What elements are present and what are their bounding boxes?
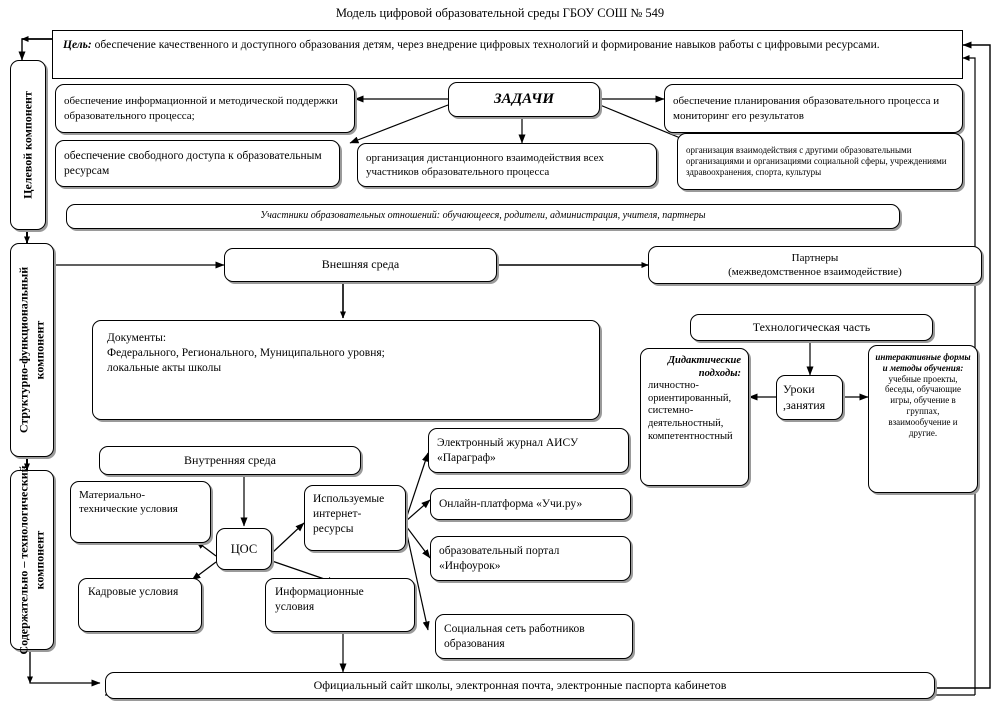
internal-environment-label: Внутренняя среда bbox=[184, 452, 276, 467]
documents-levels: Федерального, Регионального, Муниципальн… bbox=[107, 346, 385, 359]
technological-part-label: Технологическая часть bbox=[752, 319, 871, 334]
resource-box-4: Социальная сеть работников образования bbox=[435, 614, 633, 659]
cos-box: ЦОС bbox=[216, 528, 272, 570]
task-box-4: организация дистанционного взаимодействи… bbox=[357, 143, 657, 187]
lessons-label: Уроки ,занятия bbox=[783, 381, 826, 412]
personnel-conditions-label: Кадровые условия bbox=[88, 586, 179, 598]
documents-title: Документы: bbox=[107, 332, 167, 344]
external-environment-box: Внешняя среда bbox=[224, 248, 497, 282]
cos-label: ЦОС bbox=[230, 541, 258, 556]
tasks-heading: ЗАДАЧИ bbox=[493, 90, 555, 107]
task-text-2: обеспечение планирования образовательног… bbox=[673, 95, 940, 122]
material-conditions-box: Материально-технические условия bbox=[70, 481, 211, 543]
interactive-body: учебные проекты, беседы, обучающие игры,… bbox=[884, 373, 961, 438]
internet-resources-label: Используемые интернет-ресурсы bbox=[313, 493, 385, 535]
didactic-heading: Дидактические подходы: bbox=[667, 355, 741, 379]
component-bar-target: Целевой компонент bbox=[10, 60, 46, 230]
information-conditions-box: Информационные условия bbox=[265, 578, 415, 632]
task-box-2: обеспечение планирования образовательног… bbox=[664, 84, 963, 133]
page-title: Модель цифровой образовательной среды ГБ… bbox=[335, 6, 665, 20]
didactic-body: личностно-ориентированный, системно-деят… bbox=[648, 380, 733, 442]
component-label-target: Целевой компонент bbox=[20, 91, 35, 199]
component-label-structural: Структурно-функциональный компонент bbox=[16, 266, 46, 434]
task-text-5: организация взаимодействия с другими обр… bbox=[686, 145, 947, 177]
task-box-5: организация взаимодействия с другими обр… bbox=[677, 133, 963, 190]
internal-environment-box: Внутренняя среда bbox=[99, 446, 361, 475]
component-label-content: Содержательно – технологический компонен… bbox=[16, 465, 46, 655]
documents-box: Документы: Федерального, Регионального, … bbox=[92, 320, 600, 420]
interactive-heading: интерактивные формы и методы обучения: bbox=[875, 352, 971, 373]
resource-box-1: Электронный журнал АИСУ «Параграф» bbox=[428, 428, 629, 473]
technological-part-box: Технологическая часть bbox=[690, 314, 933, 341]
task-box-1: обеспечение информационной и методическо… bbox=[55, 84, 355, 133]
component-bar-structural: Структурно-функциональный компонент bbox=[10, 243, 54, 457]
task-text-3: обеспечение свободного доступа к образов… bbox=[64, 149, 322, 177]
goal-label: Цель: bbox=[63, 39, 92, 51]
resource-label-2: Онлайн-платформа «Учи.ру» bbox=[439, 497, 583, 510]
interactive-forms-box: интерактивные формы и методы обучения: у… bbox=[868, 345, 978, 493]
resource-box-3: образовательный портал «Инфоурок» bbox=[430, 536, 631, 581]
goal-box: Цель: обеспечение качественного и доступ… bbox=[52, 30, 963, 79]
component-bar-content: Содержательно – технологический компонен… bbox=[10, 465, 54, 655]
resource-label-3: образовательный портал «Инфоурок» bbox=[439, 544, 560, 572]
didactic-approaches-box: Дидактические подходы: личностно-ориенти… bbox=[640, 348, 749, 486]
material-conditions-label: Материально-технические условия bbox=[79, 489, 178, 516]
participants-text: Участники образовательных отношений: обу… bbox=[260, 210, 706, 222]
task-text-4: организация дистанционного взаимодействи… bbox=[366, 151, 604, 178]
documents-local-acts: локальные акты школы bbox=[107, 361, 222, 374]
internet-resources-box: Используемые интернет-ресурсы bbox=[304, 485, 406, 551]
footer-bar: Официальный сайт школы, электронная почт… bbox=[105, 672, 935, 699]
partners-subtitle: (межведомственное взаимодействие) bbox=[728, 266, 902, 278]
goal-text: обеспечение качественного и доступного о… bbox=[91, 39, 880, 51]
resource-label-1: Электронный журнал АИСУ «Параграф» bbox=[437, 436, 579, 464]
external-environment-label: Внешняя среда bbox=[321, 257, 400, 272]
resource-box-2: Онлайн-платформа «Учи.ру» bbox=[430, 488, 631, 520]
tasks-heading-box: ЗАДАЧИ bbox=[448, 82, 600, 117]
personnel-conditions-box: Кадровые условия bbox=[78, 578, 202, 632]
participants-box: Участники образовательных отношений: обу… bbox=[66, 204, 900, 229]
information-conditions-label: Информационные условия bbox=[275, 586, 364, 613]
resource-label-4: Социальная сеть работников образования bbox=[444, 622, 585, 650]
partners-box: Партнеры (межведомственное взаимодействи… bbox=[648, 246, 982, 284]
footer-label: Официальный сайт школы, электронная почт… bbox=[313, 677, 727, 692]
partners-title: Партнеры bbox=[791, 251, 839, 264]
task-text-1: обеспечение информационной и методическо… bbox=[64, 95, 338, 122]
task-box-3: обеспечение свободного доступа к образов… bbox=[55, 140, 340, 187]
lessons-box: Уроки ,занятия bbox=[776, 375, 843, 420]
